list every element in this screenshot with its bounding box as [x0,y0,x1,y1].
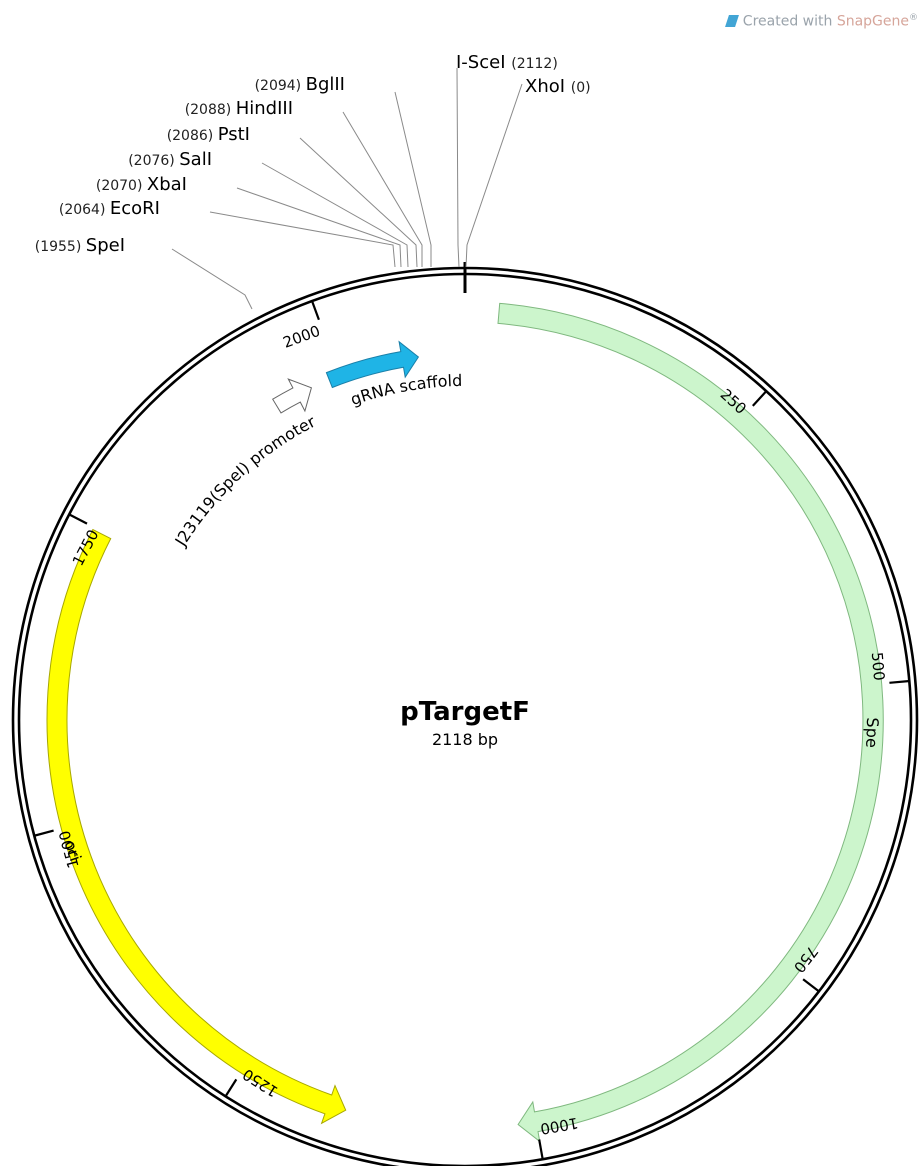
site-bglii: (2094) BglII [255,74,432,267]
feature-ori [46,528,347,1125]
site-leader-bglii [394,91,432,267]
tick-1250 [225,1078,238,1097]
plasmid-backbone [11,262,919,1166]
site-leader-spei [171,248,253,310]
tick-1750 [69,513,88,525]
tick-250 [751,391,767,407]
feature-label-promoter: J23119(SpeI) promoter [171,412,319,550]
tick-500 [889,680,909,684]
site-label-ecori: (2064) EcoRI [59,198,160,219]
site-label-hindiii: (2088) HindIII [185,98,293,119]
plasmid-length: 2118 bp [432,730,498,749]
tick-1000 [538,1139,544,1159]
site-label-sali: (2076) SalI [128,149,212,170]
tick-2000 [311,301,320,321]
site-i-scei: I-SceI (2112) [456,52,558,268]
feature-j23119-spei-promoter [272,378,313,414]
site-sali: (2076) SalI [128,149,409,268]
feature-spe [497,302,884,1143]
site-leader-i-scei [456,67,460,268]
site-leader-xhoi [465,83,523,268]
site-leader-ecori [209,211,396,268]
site-ecori: (2064) EcoRI [59,198,396,268]
snapgene-watermark: Created with SnapGene® [724,13,918,30]
plasmid-name: pTargetF [400,697,530,727]
site-xbai: (2070) XbaI [96,174,402,268]
site-leader-sali [261,162,409,268]
site-label-i-scei: I-SceI (2112) [456,52,558,73]
site-label-xhoi: XhoI (0) [525,76,591,97]
tick-label-500: 500 [868,651,888,681]
site-label-bglii: (2094) BglII [255,74,345,95]
feature-label-promoter-path [160,405,366,594]
site-spei: (1955) SpeI [35,235,253,310]
site-label-xbai: (2070) XbaI [96,174,187,195]
site-hindiii: (2088) HindIII [185,98,423,267]
site-xhoi: XhoI (0) [465,76,591,268]
tick-label-2000: 2000 [281,322,323,352]
site-leader-xbai [236,187,402,268]
tick-1500 [34,829,54,837]
feature-grna-scaffold [325,340,420,389]
site-label-psti: (2086) PstI [167,124,250,145]
site-leader-psti [299,137,418,268]
feature-label-spe: Spe [862,717,882,748]
restriction-sites-layer: (1955) SpeI (2064) EcoRI (2070) XbaI (2076)… [35,52,591,310]
site-label-spei: (1955) SpeI [35,235,125,256]
tick-750 [802,978,819,992]
site-leader-hindiii [342,111,423,267]
site-psti: (2086) PstI [167,124,418,268]
